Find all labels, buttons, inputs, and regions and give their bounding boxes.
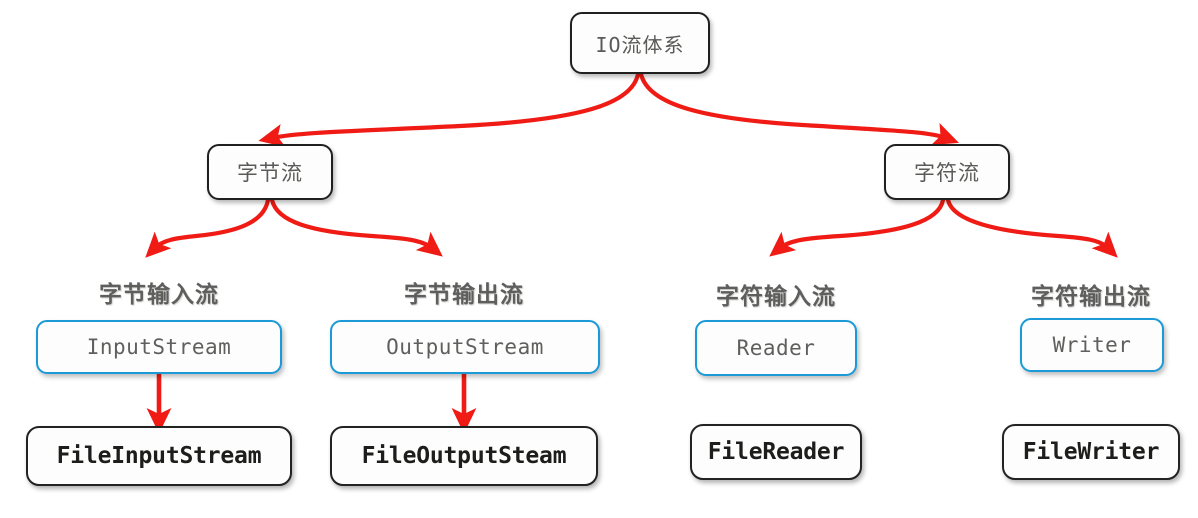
caption-byte-output-stream: 字节输出流	[404, 282, 524, 308]
arrow-char-to-char-output	[945, 197, 1118, 258]
caption-char-input-stream: 字符输入流	[716, 284, 836, 310]
node-inputstream[interactable]: InputStream	[36, 320, 282, 374]
arrow-char-to-char-input	[769, 197, 946, 257]
arrow-root-to-char-stream	[638, 71, 959, 146]
node-writer[interactable]: Writer	[1020, 318, 1164, 372]
caption-byte-input-stream: 字节输入流	[99, 282, 219, 308]
node-filewriter[interactable]: FileWriter	[1002, 424, 1180, 480]
node-reader[interactable]: Reader	[695, 320, 857, 376]
node-root-io-stream-system[interactable]: IO流体系	[570, 12, 710, 74]
node-outputstream[interactable]: OutputStream	[330, 320, 600, 374]
node-byte-stream[interactable]: 字节流	[207, 144, 333, 200]
node-fileoutputsteam[interactable]: FileOutputSteam	[330, 426, 598, 486]
caption-char-output-stream: 字符输出流	[1031, 284, 1151, 310]
node-char-stream[interactable]: 字符流	[884, 144, 1010, 200]
arrow-byte-to-byte-output	[269, 197, 443, 257]
node-filereader[interactable]: FileReader	[690, 424, 862, 480]
arrow-root-to-byte-stream	[258, 71, 641, 148]
node-fileinputstream[interactable]: FileInputStream	[26, 426, 292, 486]
arrow-byte-to-byte-input	[145, 197, 271, 258]
